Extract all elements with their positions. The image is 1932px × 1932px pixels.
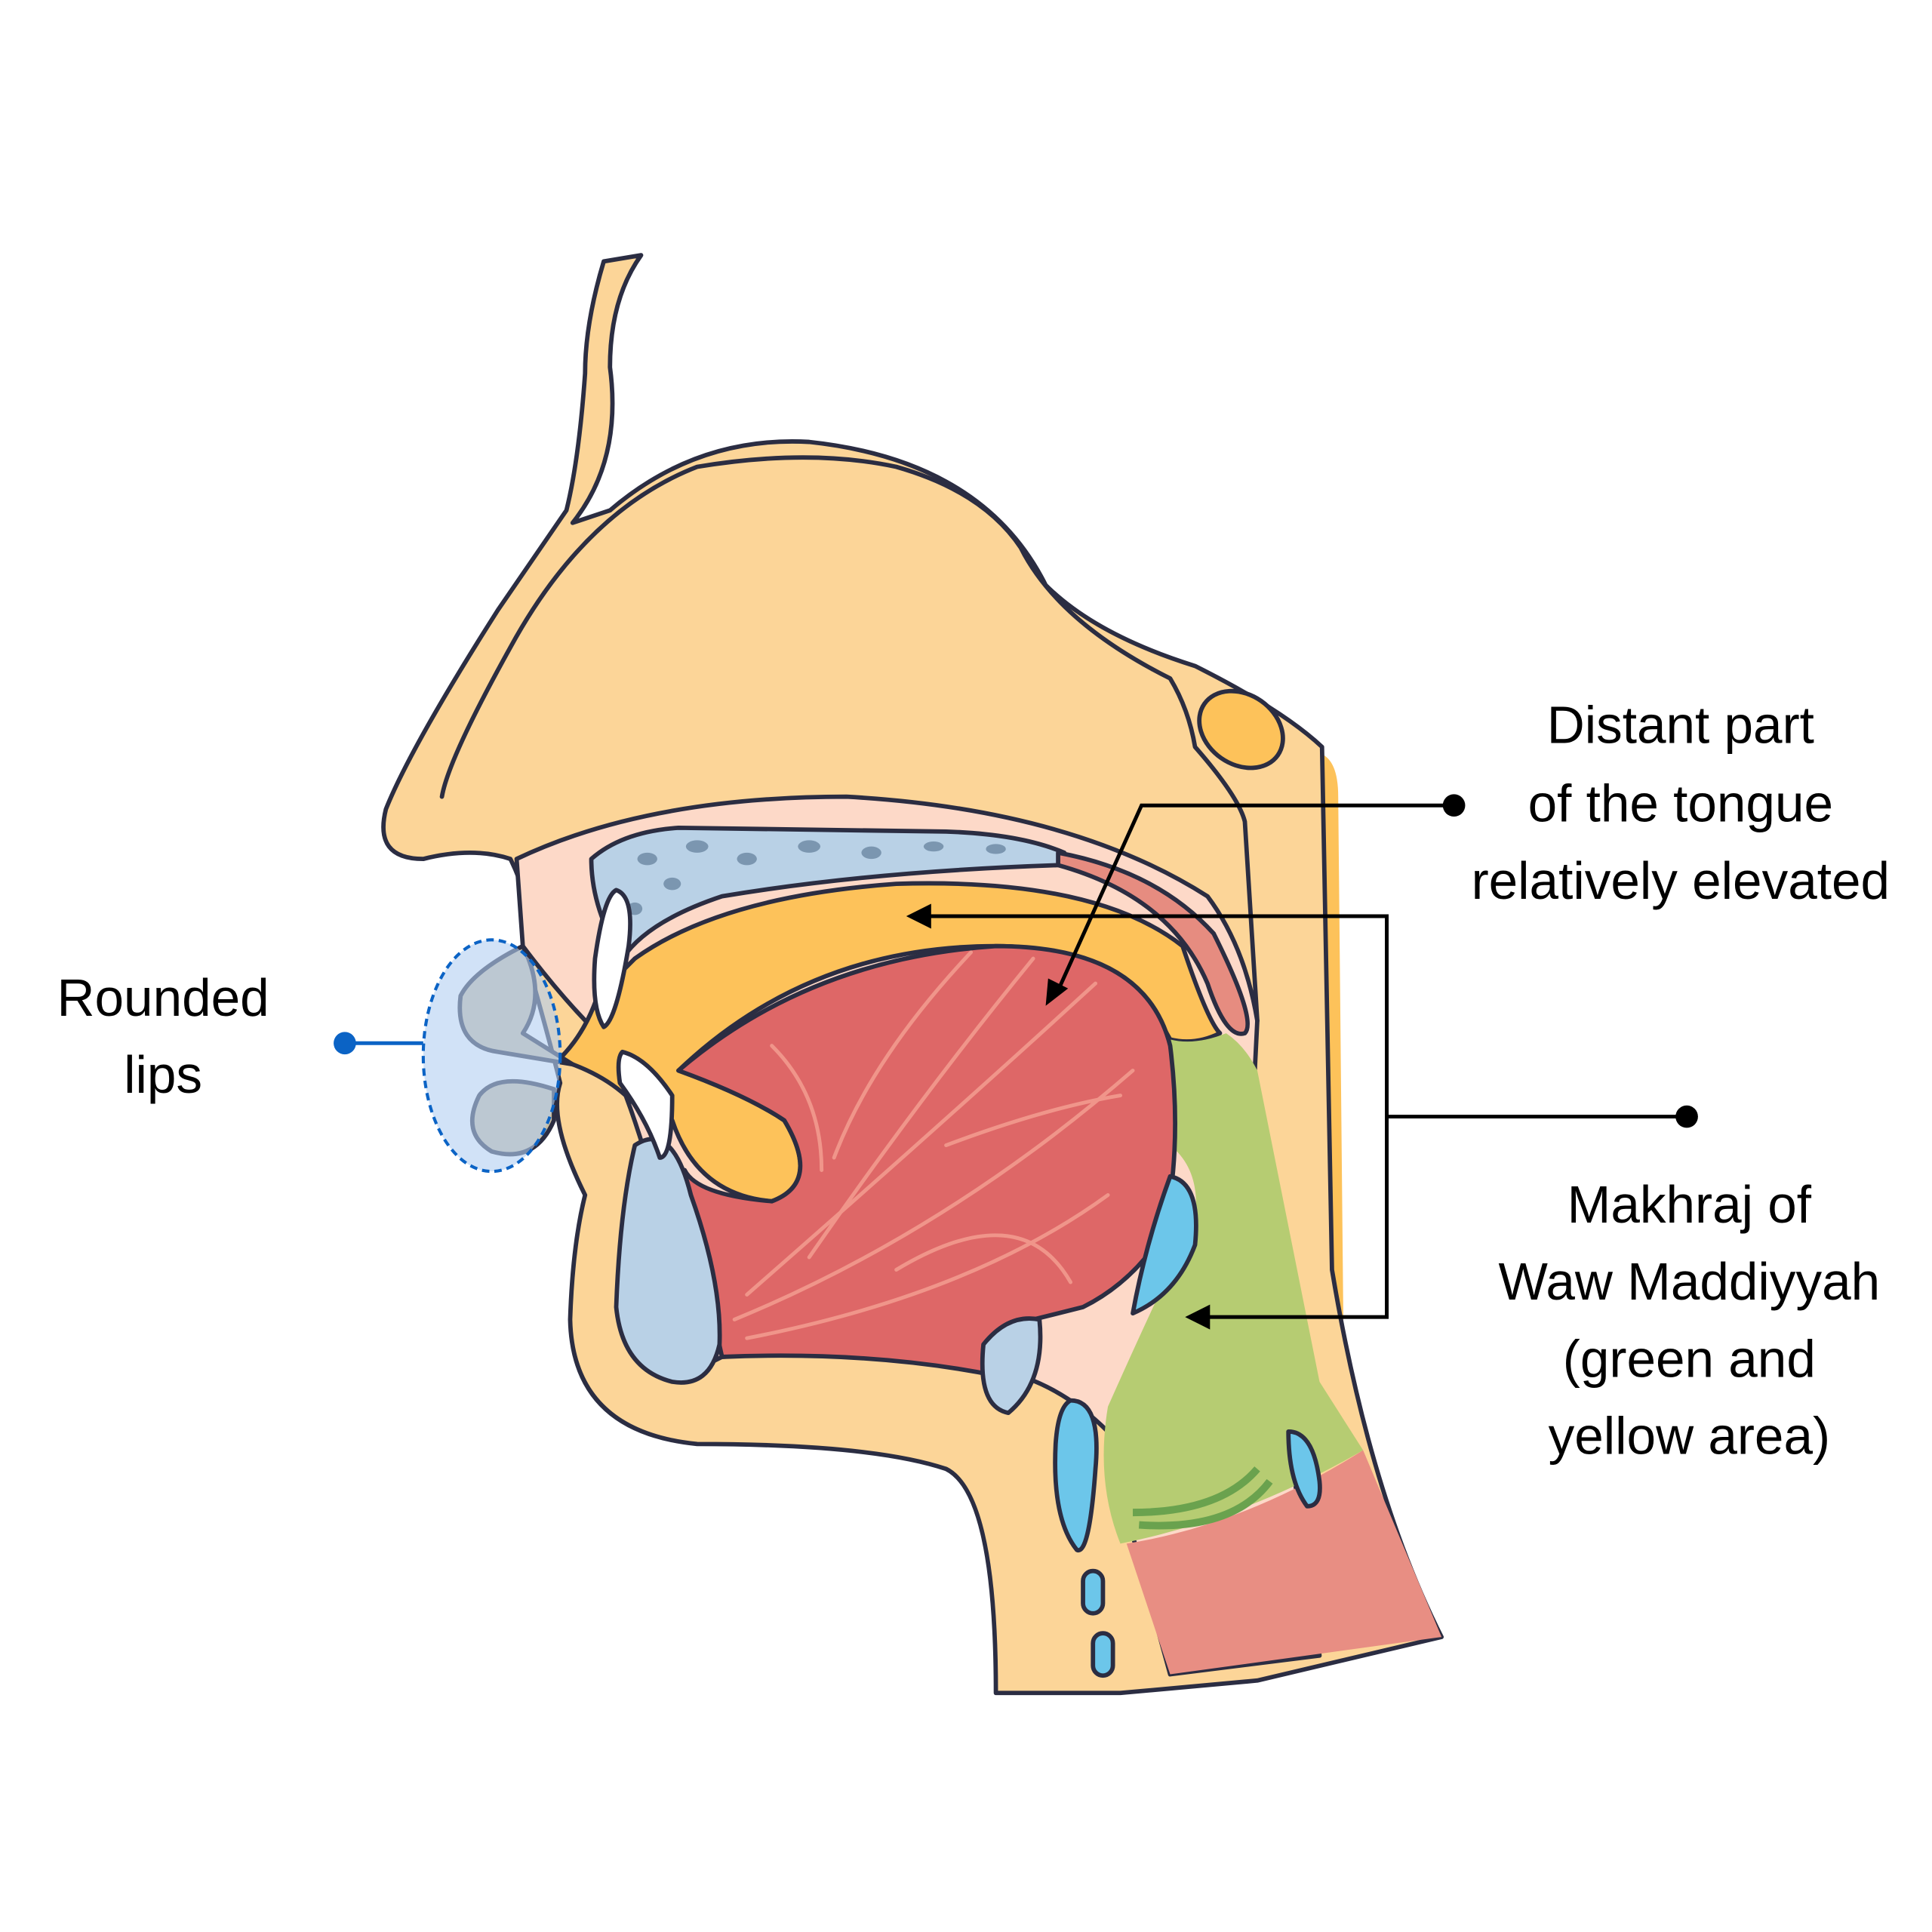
- lower-tooth: [616, 1049, 675, 1160]
- epiglottis: [1131, 1174, 1198, 1316]
- nasal-cavity-outline: [439, 455, 1260, 1023]
- pharynx-lower: [1126, 1450, 1442, 1675]
- arrowhead-icon: [1045, 978, 1069, 1006]
- adenoid: [1197, 688, 1285, 771]
- makhraj-marker-dot: [1675, 1105, 1698, 1128]
- esophagus-cartilage: [1286, 1429, 1322, 1509]
- bone-texture: [627, 840, 1006, 915]
- lips-highlight: [421, 938, 562, 1174]
- makhraj-label-line1: Makhraj of: [1567, 1175, 1812, 1234]
- trachea-ring: [1091, 1631, 1115, 1678]
- vocal-fold-lines: [1133, 1466, 1273, 1530]
- tongue-label-line2: of the tongue: [1528, 774, 1833, 833]
- arrowhead-icon: [1185, 1304, 1211, 1330]
- pharynx-green-area: [1103, 1033, 1364, 1544]
- makhraj-label-line4: yellow area): [1549, 1407, 1830, 1466]
- lips-label-line1: Rounded: [57, 968, 269, 1027]
- hyoid-bone: [980, 1316, 1043, 1416]
- mandible-bone: [614, 1137, 722, 1385]
- makhraj-label-line3: (green and: [1563, 1329, 1816, 1388]
- tongue-leader-line: [1054, 803, 1454, 997]
- upper-tooth: [592, 888, 632, 1029]
- lips-label-line2: lips: [124, 1045, 202, 1104]
- trachea-ring: [1081, 1568, 1106, 1616]
- tongue-label-line1: Distant part: [1547, 696, 1814, 755]
- soft-palate: [1056, 851, 1251, 1036]
- tongue-fibers: [732, 950, 1135, 1340]
- arrowhead-icon: [906, 903, 931, 929]
- makhraj-label-line2: Waw Maddiyyah: [1499, 1252, 1881, 1311]
- tongue-label-line3: relatively elevated: [1472, 851, 1890, 910]
- tongue-marker-dot: [1442, 794, 1466, 817]
- lips-marker-dot: [334, 1032, 356, 1055]
- oral-cavity: [558, 881, 1223, 1204]
- thyroid-cartilage: [1053, 1398, 1099, 1552]
